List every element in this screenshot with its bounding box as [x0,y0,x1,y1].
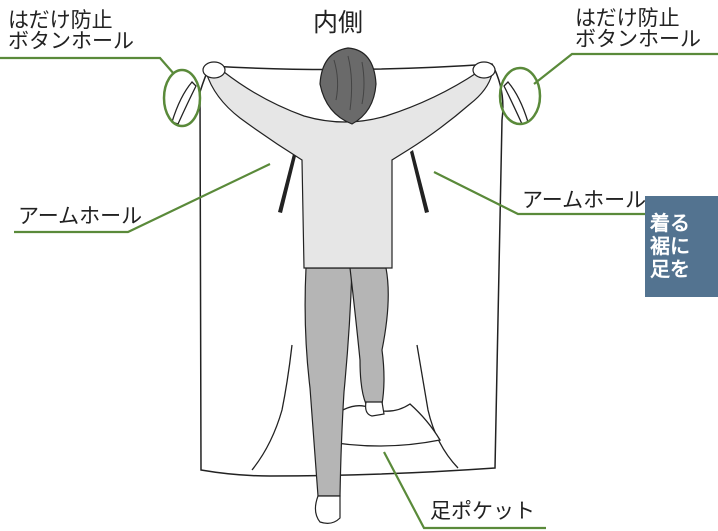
hand-left [202,61,226,79]
shoe-right [365,401,385,417]
callout-circle-right [498,66,542,126]
button-hole-left [171,81,197,125]
button-hole-label-right: はだけ防止 ボタンホール [575,8,701,50]
shoe-left [314,495,341,524]
info-box-line-2: 裾に [650,234,690,258]
armhole-slit-right [410,150,429,213]
button-hole-label-left-line1: はだけ防止 [8,8,113,32]
hair-strands [333,55,365,111]
foot-pocket-label: 足ポケット [430,499,535,523]
leader-button-hole-right [533,52,718,85]
button-hole-label-left: はだけ防止 ボタンホール [8,10,134,52]
button-hole-label-right-line1: はだけ防止 [575,6,680,30]
info-box-line-3: 足を [650,257,690,281]
leader-armhole-left [14,163,271,234]
armhole-slit-left [278,150,297,213]
callout-circle-left [162,68,202,128]
hand-right [472,61,496,79]
sweater [205,71,493,269]
armhole-label-right: アームホール [522,188,647,212]
diagram-title: 内側 [313,8,364,37]
leader-armhole-right [433,171,646,216]
foot-pocket-shape [317,403,442,447]
button-hole-label-left-line2: ボタンホール [8,29,134,53]
info-box-line-1: 着る [650,211,690,235]
hair [319,47,377,125]
leader-foot-pocket [383,451,546,530]
blanket-fold-left [251,344,293,471]
leader-button-hole-left [0,56,175,75]
armhole-label-left: アームホール [18,204,143,228]
button-hole-label-right-line2: ボタンホール [575,27,701,51]
info-box: 着る 裾に 足を [645,196,718,297]
blanket-fold-right [416,344,459,469]
